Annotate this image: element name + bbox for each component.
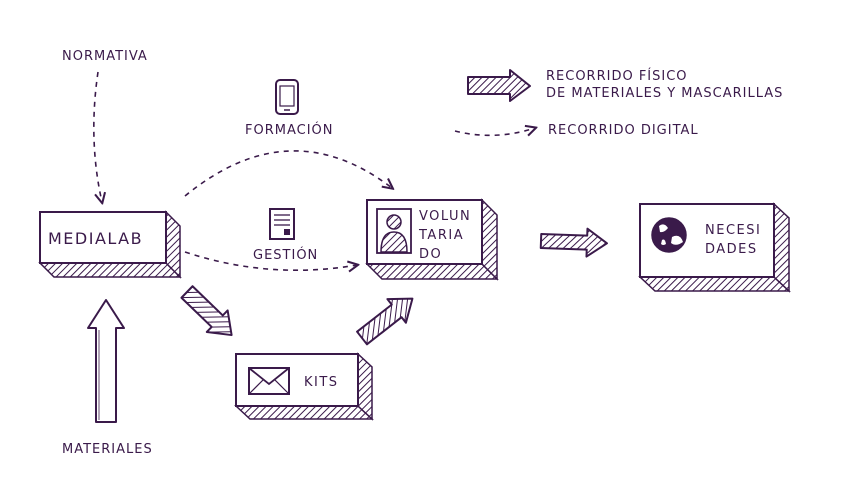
document-icon: [269, 208, 295, 240]
kits-to-voluntariado-arrow: [356, 297, 414, 346]
voluntariado-line3: DO: [419, 247, 442, 262]
formacion-label: FORMACIÓN: [245, 122, 334, 138]
legend-digital-arrow: [454, 128, 535, 135]
gestion-label: GESTIÓN: [253, 247, 318, 263]
medialab-label: MEDIALAB: [48, 229, 143, 248]
materiales-to-medialab-arrow: [87, 299, 125, 423]
phone-icon: [275, 79, 299, 115]
legend-digital-label: RECORRIDO DIGITAL: [548, 123, 699, 138]
normativa-arrow: [93, 71, 102, 202]
gestion-digital-arrow: [184, 251, 357, 270]
globe-icon: [651, 217, 687, 253]
medialab-to-kits-arrow: [180, 285, 233, 337]
kits-box: KITS: [234, 352, 374, 421]
person-icon: [376, 208, 412, 254]
kits-label: KITS: [304, 375, 339, 390]
legend-physical-line1: RECORRIDO FÍSICO: [546, 68, 688, 84]
voluntariado-box: VOLUN TARIA DO: [365, 198, 499, 281]
legend: RECORRIDO FÍSICO DE MATERIALES Y MASCARI…: [454, 68, 783, 138]
necesidades-line1: NECESI: [705, 223, 761, 238]
legend-physical-arrow: [467, 69, 531, 102]
normativa-label: NORMATIVA: [62, 49, 148, 64]
formacion-digital-arrow: [184, 150, 392, 197]
medialab-box: MEDIALAB: [38, 210, 182, 279]
envelope-icon: [248, 367, 290, 395]
necesidades-box: NECESI DADES: [638, 202, 791, 293]
necesidades-line2: DADES: [705, 242, 758, 257]
voluntariado-to-necesidades-arrow: [539, 227, 608, 258]
legend-physical-line2: DE MATERIALES Y MASCARILLAS: [546, 86, 783, 101]
voluntariado-line2: TARIA: [418, 228, 464, 243]
voluntariado-line1: VOLUN: [419, 209, 471, 224]
materiales-label: MATERIALES: [62, 442, 153, 457]
